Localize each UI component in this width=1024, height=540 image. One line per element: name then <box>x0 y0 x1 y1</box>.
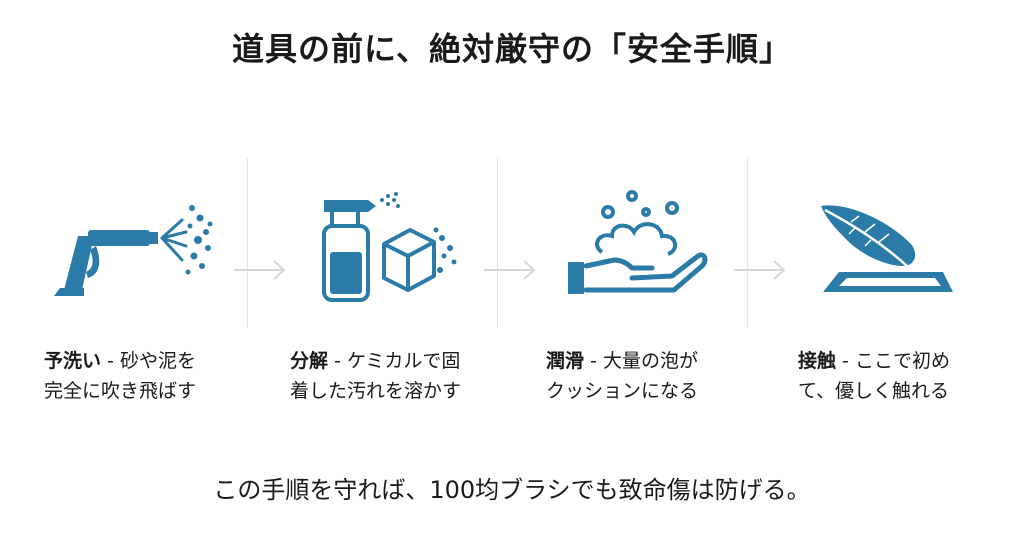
footer-note: この手順を守れば、100均ブラシでも致命傷は防げる。 <box>213 476 811 504</box>
arrow-right-icon <box>734 260 786 280</box>
step-name: 接触 <box>798 350 837 372</box>
step-desc: 着した汚れを溶かす <box>290 380 462 402</box>
step-name: 潤滑 <box>546 350 585 372</box>
step-desc: ここで初め <box>854 350 950 372</box>
divider <box>247 158 248 328</box>
page-title: 道具の前に、絶対厳守の「安全手順」 <box>231 30 793 68</box>
arrow-right-icon <box>234 260 286 280</box>
spray-bottle-icon <box>322 192 457 302</box>
step-desc: 完全に吹き飛ばす <box>44 380 197 402</box>
pressure-washer-icon <box>54 205 213 296</box>
step-text: 分解 - ケミカルで固 着した汚れを溶かす <box>290 346 490 406</box>
divider <box>497 158 498 328</box>
divider <box>747 158 748 328</box>
step-text: 予洗い - 砂や泥を 完全に吹き飛ばす <box>44 346 244 406</box>
step-desc: 大量の泡が <box>602 350 698 372</box>
step-text: 潤滑 - 大量の泡が クッションになる <box>546 346 746 406</box>
steps-row: 予洗い - 砂や泥を 完全に吹き飛ばす 分解 - ケミカルで固 着した汚れを溶か… <box>0 150 1024 430</box>
step-separator: - <box>101 350 120 372</box>
feather-icon <box>821 205 953 292</box>
step-separator: - <box>836 350 855 372</box>
arrow-right-icon <box>484 260 536 280</box>
step-desc: て、優しく触れる <box>798 380 950 402</box>
step-separator: - <box>584 350 603 372</box>
step-desc: 砂や泥を <box>119 350 196 372</box>
step-desc: クッションになる <box>546 380 699 402</box>
step-separator: - <box>328 350 347 372</box>
step-desc: ケミカルで固 <box>346 350 461 372</box>
step-text: 接触 - ここで初め て、優しく触れる <box>798 346 998 406</box>
step-name: 予洗い <box>44 350 102 372</box>
foam-hand-icon <box>568 190 708 294</box>
step-name: 分解 <box>290 350 329 372</box>
